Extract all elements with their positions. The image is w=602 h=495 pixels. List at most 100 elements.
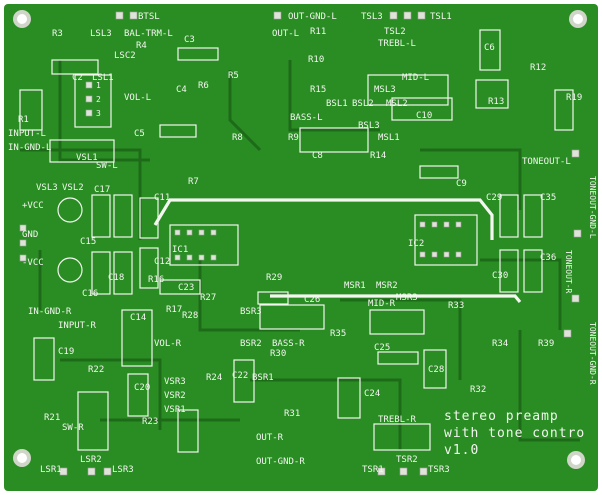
label-in-gnd-l: IN-GND-L [8,143,51,153]
label-bal-trm-l: BAL-TRM-L [124,29,173,39]
label-c15: C15 [80,237,96,247]
label-r35: R35 [330,329,346,339]
label-r3: R3 [52,29,63,39]
label-bsl1: BSL1 [326,99,348,109]
label-sw-l: SW-L [96,161,118,171]
label-r27: R27 [200,293,216,303]
label-c28: C28 [428,365,444,375]
label-r4: R4 [136,41,147,51]
label-msl1: MSL1 [378,133,400,143]
label-ic1: IC1 [172,245,188,255]
label-in-gnd-r: IN-GND-R [28,307,72,317]
label-out-l: OUT-L [272,29,299,39]
label-r31: R31 [284,409,300,419]
label-r5: R5 [228,71,239,81]
label-c10: C10 [416,111,432,121]
label-mid-l: MID-L [402,73,429,83]
label-trebl-l: TREBL-L [378,39,416,49]
label-c9: C9 [456,179,467,189]
label-c12: C12 [154,257,170,267]
label-btsl: BTSL [138,12,160,22]
label-vcc-pos: +VCC [22,201,44,211]
label-tsr3: TSR3 [428,465,450,475]
label-r32: R32 [470,385,486,395]
label-input-r: INPUT-R [58,321,97,331]
label-r15: R15 [310,85,326,95]
label-c18: C18 [108,273,124,283]
label-tsl3: TSL3 [361,12,383,22]
label-r14: R14 [370,151,386,161]
label-c29: C29 [486,193,502,203]
label-lsr3: LSR3 [112,465,134,475]
label-vsr3: VSR3 [164,377,186,387]
label-lsl3: LSL3 [90,29,112,39]
label-vsl3: VSL3 [36,183,58,193]
pin-marker-2: 2 [96,95,101,104]
label-tsl2: TSL2 [384,27,406,37]
label-msr2: MSR2 [376,281,398,291]
label-trebl-r: TREBL-R [378,415,417,425]
label-toneout-l: TONEOUT-L [522,157,571,167]
label-c14: C14 [130,313,146,323]
label-r33: R33 [448,301,464,311]
label-c8: C8 [312,151,323,161]
label-c24: C24 [364,389,380,399]
label-c4: C4 [176,85,187,95]
label-c17: C17 [94,185,110,195]
label-tsl1: TSL1 [430,12,452,22]
pin-marker-3: 3 [96,109,101,118]
label-c35: C35 [540,193,556,203]
label-ic2: IC2 [408,239,424,249]
mounting-holes [13,10,587,469]
label-r24: R24 [206,373,222,383]
label-c30: C30 [492,271,508,281]
label-toneout-gnd-l: TONEOUT-GND-L [588,176,597,239]
label-bass-l: BASS-L [290,113,323,123]
label-r9: R9 [288,133,299,143]
label-sw-r: SW-R [62,423,84,433]
label-bsr2: BSR2 [240,339,262,349]
label-c3: C3 [184,35,195,45]
label-r12: R12 [530,63,546,73]
label-bass-r: BASS-R [272,339,305,349]
label-lsr1: LSR1 [40,465,62,475]
label-c6: C6 [484,43,495,53]
label-c2: C2 [72,73,83,83]
label-msr3: MSR3 [396,293,418,303]
label-c25: C25 [374,343,390,353]
component-outlines [19,29,574,453]
label-r29: R29 [266,273,282,283]
label-r21: R21 [44,413,60,423]
label-r6: R6 [198,81,209,91]
label-gnd: GND [22,230,38,240]
label-r16: R16 [148,275,164,285]
label-r30: R30 [270,349,286,359]
label-c23: C23 [178,283,194,293]
label-c36: C36 [540,253,556,263]
silkscreen: BTSL OUT-GND-L TSL3 TSL1 R3 LSL3 BAL-TRM… [8,12,597,475]
label-tsr2: TSR2 [396,455,418,465]
label-r19: R19 [566,93,582,103]
board-title-line-1: stereo preamp [444,409,559,424]
label-vol-r: VOL-R [154,339,182,349]
label-r22: R22 [88,365,104,375]
label-toneout-gnd-r: TONEOUT-GND-R [588,322,597,385]
label-lsl1: LSL1 [92,73,114,83]
label-c20: C20 [134,383,150,393]
label-vsl2: VSL2 [62,183,84,193]
label-r17: R17 [166,305,182,315]
power-traces [153,198,522,304]
label-c5: C5 [134,129,145,139]
label-out-gnd-l: OUT-GND-L [288,12,337,22]
label-bsr3: BSR3 [240,307,262,317]
label-vol-l: VOL-L [124,93,151,103]
label-bsr1: BSR1 [252,373,274,383]
label-out-gnd-r: OUT-GND-R [256,457,305,467]
label-msr1: MSR1 [344,281,366,291]
label-r28: R28 [182,311,198,321]
label-c22: C22 [232,371,248,381]
label-r10: R10 [308,55,324,65]
board-substrate [4,4,598,491]
label-input-l: INPUT-L [8,129,46,139]
